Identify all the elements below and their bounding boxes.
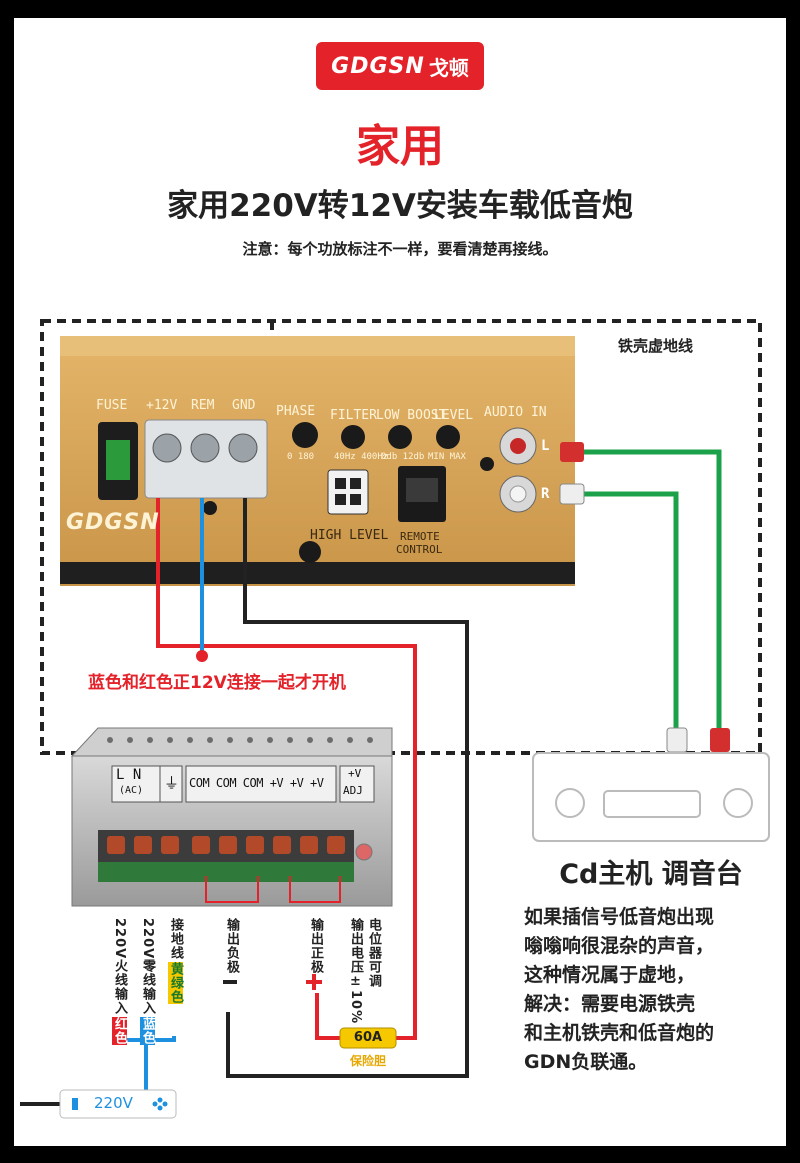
rca-r-label: R: [541, 486, 550, 502]
terminal-screw-gnd: [228, 433, 258, 463]
mount-screw: [203, 501, 217, 515]
amplifier-top-edge: [60, 336, 575, 356]
remote-label: REMOTE: [400, 530, 440, 543]
head-unit-plug-left: [710, 728, 730, 752]
green-rca-cable-right: [584, 491, 679, 728]
desc-line-6: GDN负联通。: [524, 1051, 648, 1073]
positive-output-bracket: [289, 876, 341, 903]
low-boost-label: LOW BOOST: [376, 408, 447, 423]
psu-potentiometer: [355, 843, 373, 861]
psu-ln-label: L N: [116, 767, 142, 783]
psu-label-ground-box: [159, 765, 183, 803]
head-unit-title: Cd主机 调音台: [559, 859, 743, 890]
high-level-knob: [299, 541, 321, 563]
psu-pcb: [98, 862, 354, 882]
fuse-label: FUSE: [96, 398, 128, 413]
power-supply: [70, 727, 393, 907]
head-unit-display: [603, 790, 701, 818]
tag-red: 红色: [112, 1017, 127, 1046]
red-positive-wire: [315, 993, 340, 1040]
filter-knob: [341, 425, 365, 449]
fuse-element: [106, 440, 130, 480]
level-knob: [436, 425, 460, 449]
psu-label-ln-box: [111, 765, 161, 803]
rca-plug-left: [560, 442, 584, 462]
filter-label: FILTER: [330, 408, 377, 423]
red-12v-wire: [156, 498, 417, 1040]
desc-line-3: 这种情况属于虚地，: [524, 964, 696, 986]
psu-ground-symbol: ⏚: [164, 774, 180, 792]
amplifier-watermark: GDGSN: [66, 510, 160, 535]
outlet-label: 220V: [94, 1094, 133, 1112]
psu-output-labels: COM COM COM +V +V +V: [189, 776, 324, 790]
terminal-label-negative: 输出负极: [224, 918, 239, 974]
desc-line-4: 解决：需要电源铁壳: [524, 993, 696, 1015]
phase-label: PHASE: [276, 404, 316, 419]
green-rca-cable-left: [584, 449, 722, 728]
tag-yellow-green: 黄绿色: [168, 962, 183, 1004]
page-title: 家用: [356, 121, 444, 172]
minus-symbol: [223, 980, 237, 984]
amplifier-panel: [60, 336, 575, 586]
tag-blue: 蓝色: [140, 1017, 155, 1046]
indicator-led: [480, 457, 494, 471]
high-level-label: HIGH LEVEL: [310, 528, 389, 543]
phase-values: 0 180: [287, 452, 315, 462]
low-boost-values: 0db 12db: [381, 452, 425, 462]
high-level-connector: [327, 469, 369, 515]
terminal-label-positive: 输出正极: [308, 918, 323, 974]
inline-fuse: [339, 1027, 397, 1049]
black-gnd-wire: [226, 498, 469, 1078]
terminal-label-ground: 接地线黄绿色: [168, 918, 183, 1004]
wire-join-dot: [196, 650, 208, 662]
psu-ac-label: (AC): [119, 785, 144, 796]
filter-values: 40Hz 400Hz: [334, 452, 389, 462]
fuse-value-label: 60A: [353, 1030, 383, 1045]
audio-in-label: AUDIO IN: [484, 405, 547, 420]
brand-logo: GDGSN 戈顿: [316, 42, 484, 90]
head-unit-description: 如果插信号低音炮出现 嗡嗡响很混杂的声音， 这种情况属于虚地， 解决：需要电源铁…: [524, 903, 714, 1077]
level-label: LEVEL: [434, 408, 474, 423]
head-unit-plug-right: [666, 727, 688, 753]
page-note: 注意：每个功放标注不一样，要看清楚再接线。: [242, 240, 558, 258]
logo-text-en: GDGSN: [331, 53, 425, 79]
head-unit-knob-right: [723, 788, 753, 818]
rca-plug-right: [559, 483, 585, 505]
fuse-name-label: 保险胆: [349, 1054, 386, 1068]
terminal-label-voltage: 输出电压±10%: [348, 918, 363, 1025]
terminal-screw-rem: [190, 433, 220, 463]
plus-symbol-v: [312, 974, 316, 990]
terminal-label-live: 220V火线输入红色: [112, 918, 127, 1046]
terminal-label-neutral: 220V零线输入蓝色: [140, 918, 155, 1046]
connect-note: 蓝色和红色正12V连接一起才开机: [88, 673, 346, 693]
phase-knob: [292, 422, 318, 448]
page-subtitle: 家用220V转12V安装车载低音炮: [167, 188, 633, 224]
level-values: MIN MAX: [428, 452, 466, 462]
rca-l-label: L: [541, 438, 550, 454]
psu-adj-label-1: +V: [348, 767, 362, 780]
negative-output-bracket: [205, 876, 259, 903]
psu-label-output-box: [185, 765, 337, 803]
amplifier-base: [60, 562, 575, 584]
psu-label-adj-box: [339, 765, 375, 803]
terminal-label-potentiometer: 电位器可调: [366, 918, 381, 988]
desc-line-2: 嗡嗡响很混杂的声音，: [524, 935, 715, 957]
desc-line-1: 如果插信号低音炮出现: [524, 906, 715, 928]
plus12v-label: +12V: [146, 398, 178, 413]
control-label: CONTROL: [396, 543, 443, 556]
terminal-screw-12v: [152, 433, 182, 463]
gnd-label: GND: [232, 398, 256, 413]
low-boost-knob: [388, 425, 412, 449]
logo-text-cn: 戈顿: [428, 55, 469, 80]
rem-label: REM: [191, 398, 215, 413]
head-unit-knob-left: [555, 788, 585, 818]
shell-ground-label: 铁壳虚地线: [618, 337, 694, 355]
desc-line-5: 和主机铁壳和低音炮的: [524, 1022, 715, 1044]
power-outlet: [59, 1089, 177, 1119]
psu-adj-label-2: ADJ: [343, 784, 363, 797]
shell-ground-dashed-line: [40, 319, 762, 755]
